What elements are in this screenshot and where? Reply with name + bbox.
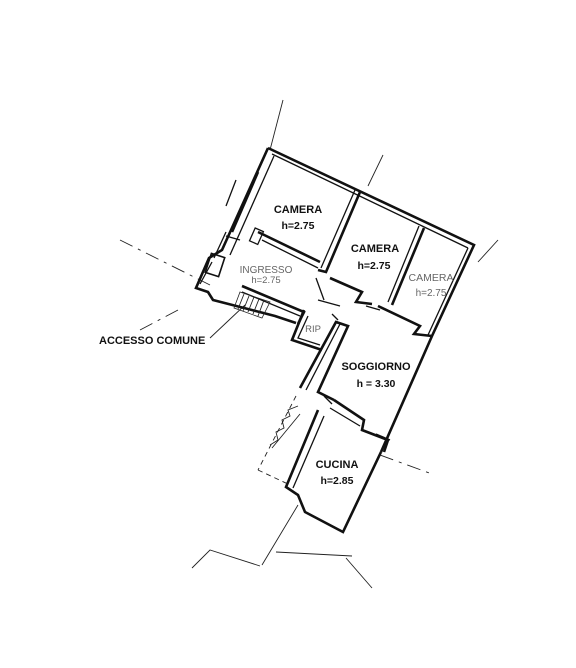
room-height: h=2.75 (251, 275, 280, 286)
door-marks (199, 235, 391, 441)
room-name: INGRESSO (240, 265, 293, 276)
room-name: CAMERA (274, 204, 322, 216)
room-height: h=2.75 (358, 260, 391, 272)
staircase-lower (257, 395, 301, 485)
room-name: RIP (305, 324, 321, 335)
room-camera-1: CAMERA h=2.75 (274, 204, 322, 232)
staircase-upper (233, 291, 271, 319)
room-height: h=2.85 (321, 475, 354, 487)
inner-walls (204, 171, 433, 453)
room-camera-3: CAMERA h=2.75 (409, 272, 454, 299)
outer-walls (194, 146, 476, 534)
room-name: SOGGIORNO (341, 361, 411, 373)
room-height: h=2.75 (416, 288, 447, 299)
room-height: h = 3.30 (357, 378, 396, 390)
context-lines (119, 99, 499, 475)
room-cucina: CUCINA h=2.85 (316, 459, 359, 487)
room-name: CUCINA (316, 459, 359, 471)
room-ingresso: INGRESSO h=2.75 (240, 265, 293, 286)
accesso-comune-label: ACCESSO COMUNE (99, 335, 205, 347)
room-name: CAMERA (351, 243, 399, 255)
room-name: CAMERA (409, 272, 454, 284)
room-soggiorno: SOGGIORNO h = 3.30 (341, 361, 411, 390)
exterior-lines (191, 504, 373, 589)
room-height: h=2.75 (282, 220, 315, 232)
room-rip: RIP (305, 324, 321, 335)
room-camera-2: CAMERA h=2.75 (351, 243, 399, 272)
